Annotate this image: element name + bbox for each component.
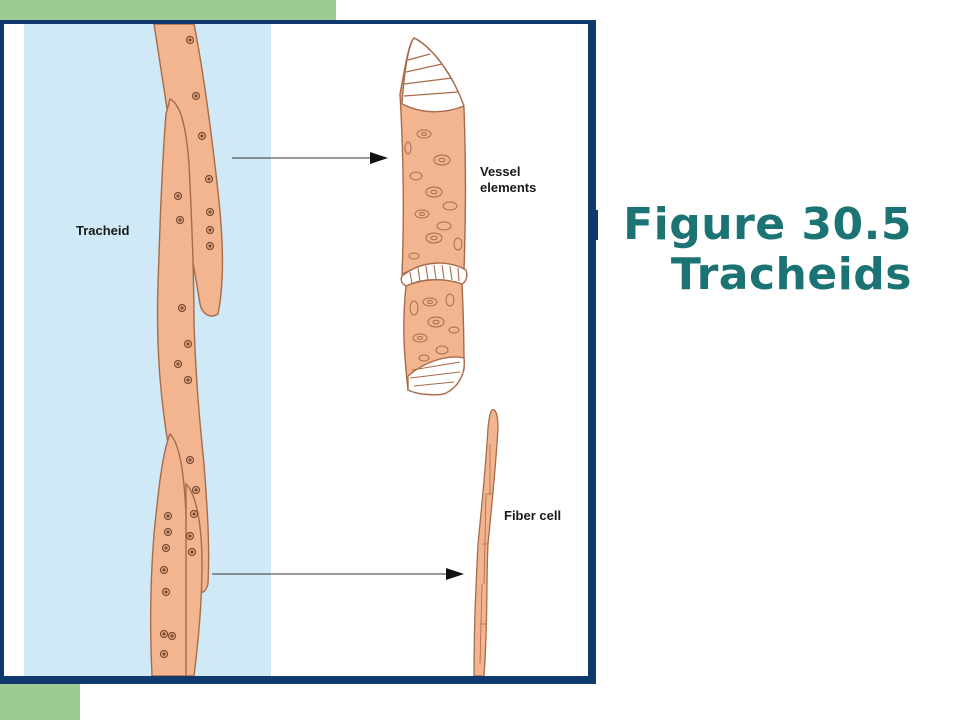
vessel-elements [399,37,468,396]
figure-frame: Tracheid Vessel elements Fiber cell [0,20,596,684]
vessel-pits-upper [404,129,463,260]
arrow-to-vessel [232,152,388,164]
tracheid-cell-2 [156,97,210,593]
perforation-bars-bottom [409,361,461,387]
fiber-cell-body [473,409,499,676]
slide-title-line1: Figure 30.5 [623,199,912,250]
tracheid-cells [149,24,224,676]
slide-title: Figure 30.5 Tracheids [612,200,912,300]
tracheid-pits [159,35,215,659]
perforation-bars-middle [409,264,460,285]
slide-title-line2: Tracheids [670,249,912,300]
label-vessel-elements-line1: Vessel [480,164,521,179]
decorative-green-block-bottom [0,682,80,720]
plant-cell-diagram: Tracheid Vessel elements Fiber cell [24,24,561,676]
label-tracheid: Tracheid [76,223,130,238]
frame-tab-accent [592,210,598,240]
tracheid-background-panel [24,24,271,676]
vessel-perforation-plate-top [401,37,465,113]
vessel-pits-lower [409,293,460,362]
tracheid-cell-3 [149,432,190,676]
label-vessel-elements-line2: elements [480,180,536,195]
perforation-bars-top [403,53,459,97]
decorative-green-bar-top [0,0,336,22]
label-fiber-cell: Fiber cell [504,508,561,523]
fiber-cell [473,409,499,676]
fiber-cell-walls [479,444,492,665]
arrow-to-fiber [212,568,464,580]
figure-panel: Tracheid Vessel elements Fiber cell [4,24,588,676]
